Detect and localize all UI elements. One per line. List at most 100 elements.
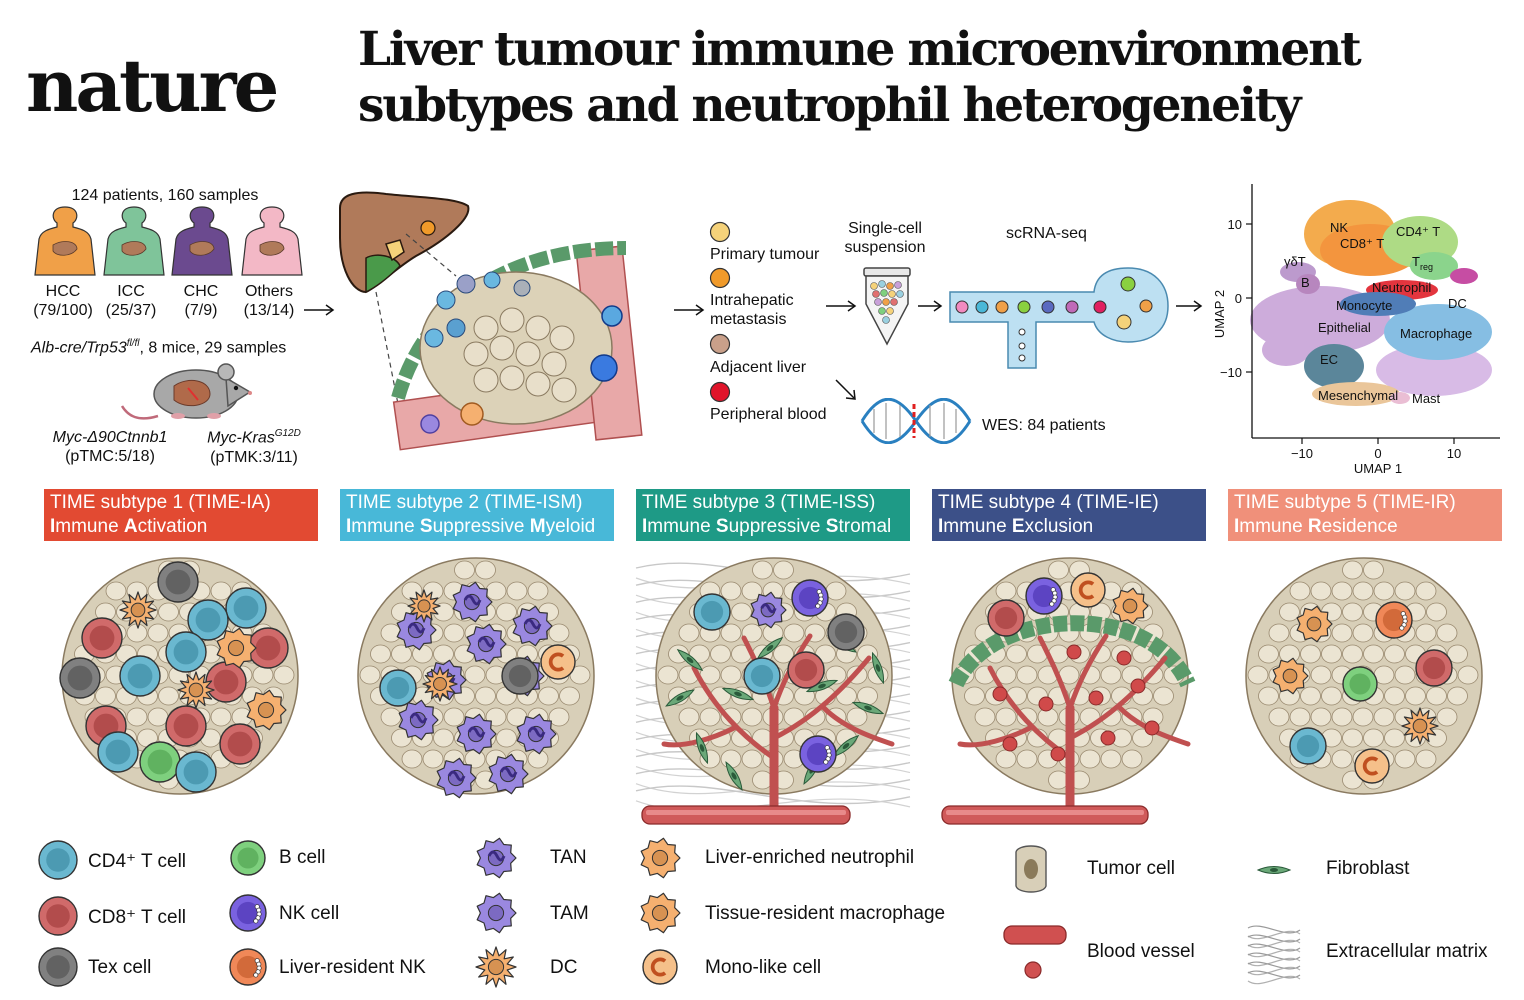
model-1-name: Myc-Δ90Ctnnb1 — [52, 429, 168, 446]
legend-label-cd8-t-cell: CD8⁺ T cell — [88, 907, 187, 928]
subtype-illustrations — [59, 557, 1483, 825]
single-cell-suspension-label: Single-cell suspension — [838, 219, 932, 257]
subtype-2-tan — [436, 757, 477, 799]
tam-icon — [476, 892, 517, 934]
subtype-1-macrophage — [246, 689, 287, 731]
s3c: S — [715, 516, 729, 537]
group-others-name: Others — [244, 283, 293, 300]
group-chc-count: (7/9) — [184, 302, 218, 320]
subtype-4-macrophage — [1112, 587, 1149, 625]
patient-silhouettes — [34, 206, 303, 276]
subtype-1-cell — [247, 627, 289, 669]
subtype-3-cd8 — [787, 651, 825, 689]
subtype-4-rbc — [1050, 746, 1066, 762]
subtype-3-fibroblast — [725, 761, 743, 791]
model-2-count: (pTMK:3/11) — [210, 448, 298, 466]
subtype-4-rbc — [1116, 650, 1132, 666]
umap-label-mast: Mast — [1412, 391, 1441, 406]
subtype-5-dc — [1401, 707, 1439, 745]
tex-cell-icon — [38, 947, 78, 987]
liver-resident-nk-icon — [229, 948, 267, 986]
umap-cluster-monocyte — [1340, 292, 1416, 316]
subtype-5-cd8 — [1415, 649, 1453, 687]
legend-label-mono-like-cell: Mono-like cell — [705, 957, 822, 978]
subtype-2-tan — [398, 699, 439, 741]
model-1: Myc-Δ90Ctnnb1 (pTMC:5/18) — [40, 428, 180, 466]
legend-icons — [38, 837, 1301, 988]
sample-adjacent-liver: Adjacent liver — [710, 359, 807, 376]
legend-label-liver-resident-nk: Liver-resident NK — [279, 957, 426, 978]
subtype-1-cell — [139, 741, 181, 783]
s1b: mmune — [55, 516, 124, 537]
subtype-2-tan — [456, 713, 497, 755]
subtype-4-header: TIME subtype 4 (TIME-IE) Immune Exclusio… — [932, 489, 1206, 541]
sample-dot-1 — [709, 267, 731, 289]
b-cell-icon — [230, 840, 266, 876]
cohort-label: 124 patients, 160 samples — [71, 187, 259, 204]
microfluidic-chip-icon — [949, 267, 1169, 369]
subtype-1-dc — [119, 591, 157, 629]
mouse-cohort-rest: , 8 mice, 29 samples — [139, 339, 287, 357]
umap-label-cd4-t: CD4⁺ T — [1396, 224, 1440, 239]
subtype-1-cell — [165, 705, 207, 747]
s2a: I — [346, 516, 352, 537]
s5d: esidence — [1321, 516, 1398, 537]
subtype-5-cd4 — [1289, 727, 1327, 765]
sample-intrahepatic-metastasis: Intrahepatic metastasis — [710, 292, 794, 329]
umap-plot: −10 0 10 UMAP 1 10 0 −10 UMAP 2 NK CD8⁺ … — [1212, 184, 1500, 476]
umap-xlabel: UMAP 1 — [1354, 461, 1402, 476]
subtype-2-name: Immune Suppressive Myeloid — [346, 515, 608, 539]
s2f: yeloid — [545, 516, 596, 537]
umap-cluster-mast — [1390, 392, 1410, 404]
subtype-1-cell — [97, 731, 139, 773]
subtype-3-fibroblast — [756, 636, 784, 660]
subtype-3-fibroblast — [721, 687, 755, 701]
mouse-genotype: Alb-cre/Trp53 — [31, 339, 127, 357]
umap-label-mesenchymal: Mesenchymal — [1318, 388, 1398, 403]
subtype-3-tex — [827, 613, 865, 651]
subtype-3-header: TIME subtype 3 (TIME-ISS) Immune Suppres… — [636, 489, 910, 541]
umap-label-neutrophil: Neutrophil — [1372, 280, 1431, 295]
group-hcc-name: HCC — [45, 283, 81, 300]
s4b: mmune — [943, 516, 1012, 537]
s3d: uppressive — [728, 516, 826, 537]
umap-xtick: 0 — [1374, 446, 1381, 461]
subtype-3-tam — [750, 591, 787, 629]
legend-label-blood-vessel: Blood vessel — [1087, 941, 1195, 962]
umap-label-ec: EC — [1320, 352, 1338, 367]
arrow-icon — [826, 300, 857, 312]
subtype-1-dc — [177, 671, 215, 709]
model-2-name: Myc-Kras — [207, 429, 275, 447]
subtype-5-neutrophil — [1272, 657, 1309, 695]
subtype-1-cell — [81, 617, 123, 659]
sample-dot-3 — [709, 381, 731, 403]
subtype-4-rbc — [1066, 644, 1082, 660]
s2b: mmune — [351, 516, 420, 537]
suspension-line-2: suspension — [844, 239, 926, 257]
mouse-genotype-sup: fl/fl — [126, 338, 140, 349]
s3f: tromal — [838, 516, 892, 537]
s2e: M — [529, 516, 546, 537]
legend-label-dc: DC — [550, 957, 578, 978]
model-2-sup: G12D — [274, 428, 301, 439]
liver-tissue-illustration — [339, 191, 643, 451]
subtype-3-fibroblast — [695, 731, 709, 765]
liver-enriched-neutrophil-icon — [640, 837, 681, 879]
umap-ytick: −10 — [1220, 365, 1242, 380]
subtype-5-macrophage — [1296, 605, 1333, 643]
umap-ytick: 10 — [1228, 217, 1242, 232]
subtype-1-cell — [165, 631, 207, 673]
group-icc-name: ICC — [117, 283, 145, 300]
legend-label-tan: TAN — [550, 847, 587, 868]
sample-peripheral-blood: Peripheral blood — [710, 406, 827, 423]
subtype-3-nk — [799, 735, 837, 773]
subtype-2-tan — [512, 605, 553, 647]
umap-cluster-treg — [1410, 252, 1458, 280]
legend-label-b-cell: B cell — [279, 847, 326, 868]
group-others: Others (13/14) — [234, 282, 304, 320]
umap-cluster-ec — [1304, 344, 1364, 388]
arrow-icon — [835, 379, 856, 400]
subtype-5-mono — [1354, 748, 1390, 784]
subtype-4-rbc — [1130, 678, 1146, 694]
subtype-1-cell — [119, 655, 161, 697]
